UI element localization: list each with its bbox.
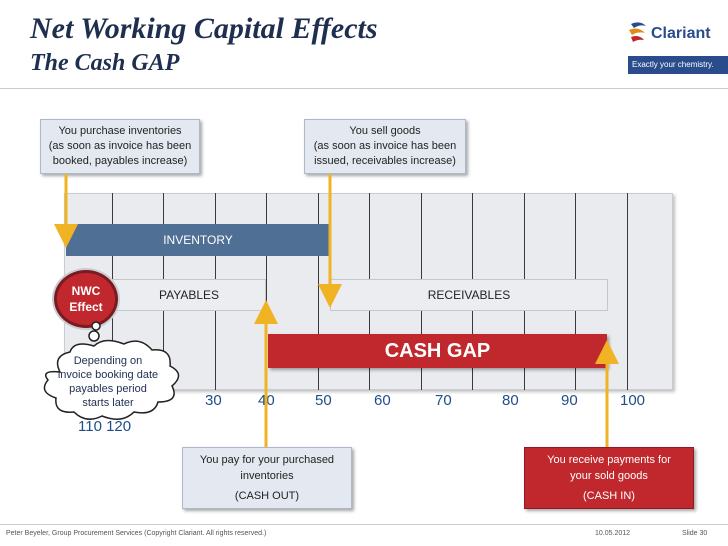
inventory-bar: INVENTORY [66, 224, 330, 256]
axis-tick: 90 [561, 392, 578, 409]
grid-line [627, 193, 628, 390]
payables-bar: PAYABLES [112, 279, 266, 311]
axis-tick: 30 [205, 392, 222, 409]
grid-line [266, 193, 267, 390]
logo-name: Clariant [651, 25, 711, 42]
axis-tick: 70 [435, 392, 452, 409]
cash-in-box: You receive payments for your sold goods… [524, 447, 694, 509]
footer-credit: Peter Beyeler, Group Procurement Service… [6, 530, 267, 537]
cash-out-line: You pay for your purchased [199, 454, 335, 466]
axis-tick: 80 [502, 392, 519, 409]
cloud-line: Depending on [73, 355, 143, 367]
footer-date: 10.05.2012 [595, 530, 631, 537]
sell-callout-line: (as soon as invoice has been [313, 140, 457, 152]
purchase-callout-line: booked, payables increase) [52, 155, 188, 167]
cash-in-line: You receive payments for [547, 454, 671, 466]
cash-gap-bar: CASH GAP [268, 334, 607, 368]
cloud-line: starts later [82, 397, 134, 409]
clariant-logo: Clariant Exactly your chemistry. [628, 12, 728, 74]
sell-callout-line: You sell goods [349, 125, 421, 137]
cloud-text: Depending on invoice booking date payabl… [56, 354, 160, 410]
axis-tick-hidden: 110 120 [78, 418, 132, 435]
cloud-line: invoice booking date [57, 369, 159, 381]
sell-callout: You sell goods (as soon as invoice has b… [304, 119, 466, 174]
page-subtitle: The Cash GAP [30, 50, 180, 76]
cash-out-label: (CASH OUT) [234, 490, 300, 502]
nwc-label: NWC [71, 284, 101, 298]
axis-tick: 60 [374, 392, 391, 409]
header-divider [0, 88, 728, 89]
purchase-callout-line: You purchase inventories [58, 125, 182, 137]
cash-out-line: inventories [240, 470, 294, 482]
cash-in-line: your sold goods [570, 470, 648, 482]
sell-callout-line: issued, receivables increase) [314, 155, 456, 167]
purchase-callout: You purchase inventories (as soon as inv… [40, 119, 200, 174]
cloud-line: payables period [69, 383, 147, 395]
axis-tick: 100 [620, 392, 646, 409]
nwc-label: Effect [69, 300, 103, 314]
axis-tick: 50 [315, 392, 332, 409]
thought-cloud [43, 321, 180, 420]
footer-divider [0, 524, 728, 525]
clariant-mark-icon [629, 22, 646, 42]
nwc-effect-badge: NWC Effect [54, 270, 118, 328]
receivables-bar: RECEIVABLES [330, 279, 608, 311]
cash-out-box: You pay for your purchased inventories (… [182, 447, 352, 509]
logo-tagline: Exactly your chemistry. [628, 56, 728, 74]
page-title: Net Working Capital Effects [30, 12, 378, 45]
cash-in-label: (CASH IN) [583, 490, 635, 502]
purchase-callout-line: (as soon as invoice has been [48, 140, 192, 152]
footer-slide-number: Slide 30 [682, 530, 708, 537]
